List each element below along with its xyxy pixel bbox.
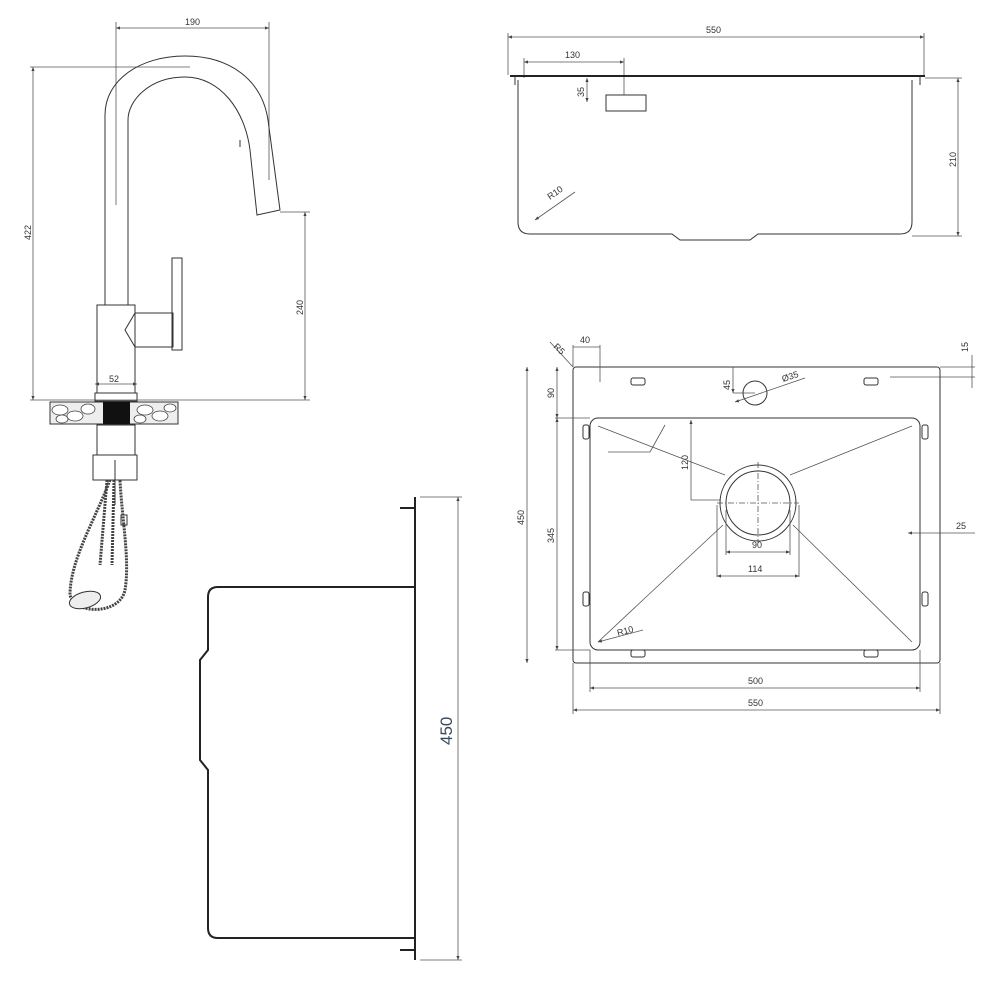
spout-height-label: 240 (295, 300, 305, 315)
front-depth-label: 35 (576, 87, 586, 97)
corner-radius-label: R5 (552, 341, 567, 356)
side-height-label: 450 (437, 717, 456, 745)
faucet-elevation: 190 422 240 52 (23, 17, 310, 611)
dim-90-left-label: 90 (546, 388, 556, 398)
faucet-width-label: 190 (185, 17, 200, 27)
sink-front-elevation: 550 130 35 210 R10 (507, 25, 962, 241)
front-offset-label: 130 (565, 50, 580, 60)
width-500-label: 500 (748, 676, 763, 686)
faucet-height-label: 422 (23, 225, 33, 240)
drain-90-label: 90 (752, 540, 762, 550)
front-radius-label: R10 (545, 184, 564, 202)
front-width-label: 550 (706, 25, 721, 35)
top-height-450-label: 450 (516, 510, 526, 525)
bowl-radius-label: R10 (616, 624, 635, 638)
sink-plan-view: R5 40 15 45 Ø35 90 120 450 345 (516, 335, 975, 714)
dim-120-label: 120 (680, 455, 690, 470)
sink-side-elevation: 450 (199, 496, 462, 961)
top-height-345-label: 345 (546, 528, 556, 543)
tap-hole-label: Ø35 (781, 369, 800, 384)
base-width-label: 52 (109, 374, 119, 384)
width-550-label: 550 (748, 698, 763, 708)
dim-15-label: 15 (960, 342, 970, 352)
front-height-label: 210 (948, 152, 958, 167)
dim-25-label: 25 (956, 521, 966, 531)
dim-45-label: 45 (722, 380, 732, 390)
drain-114-label: 114 (748, 564, 762, 574)
dim-40-label: 40 (580, 335, 590, 345)
